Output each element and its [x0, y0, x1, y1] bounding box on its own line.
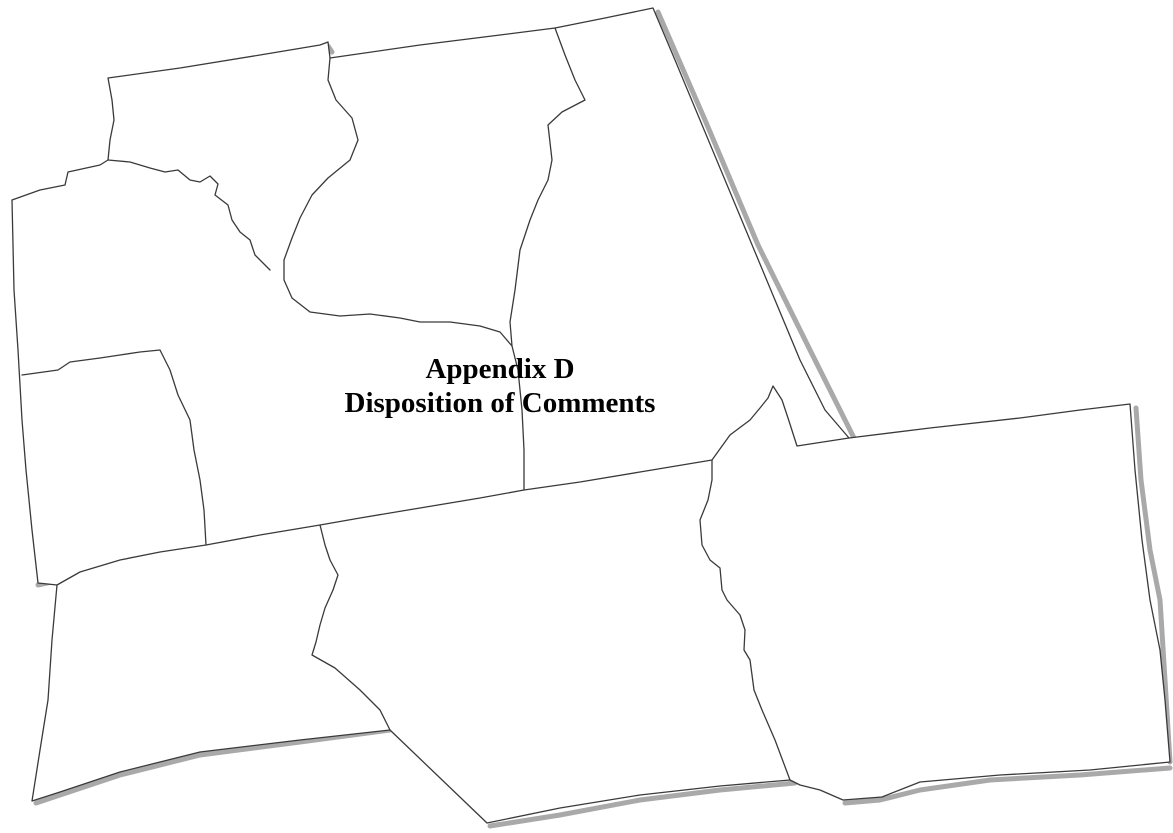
appendix-subtitle: Disposition of Comments	[344, 387, 656, 419]
map-shadow	[33, 9, 1173, 829]
title-block: Appendix D Disposition of Comments	[240, 352, 760, 420]
county-boundaries	[21, 27, 850, 781]
map-region-outline	[11, 7, 1171, 824]
appendix-title: Appendix D	[425, 353, 575, 385]
